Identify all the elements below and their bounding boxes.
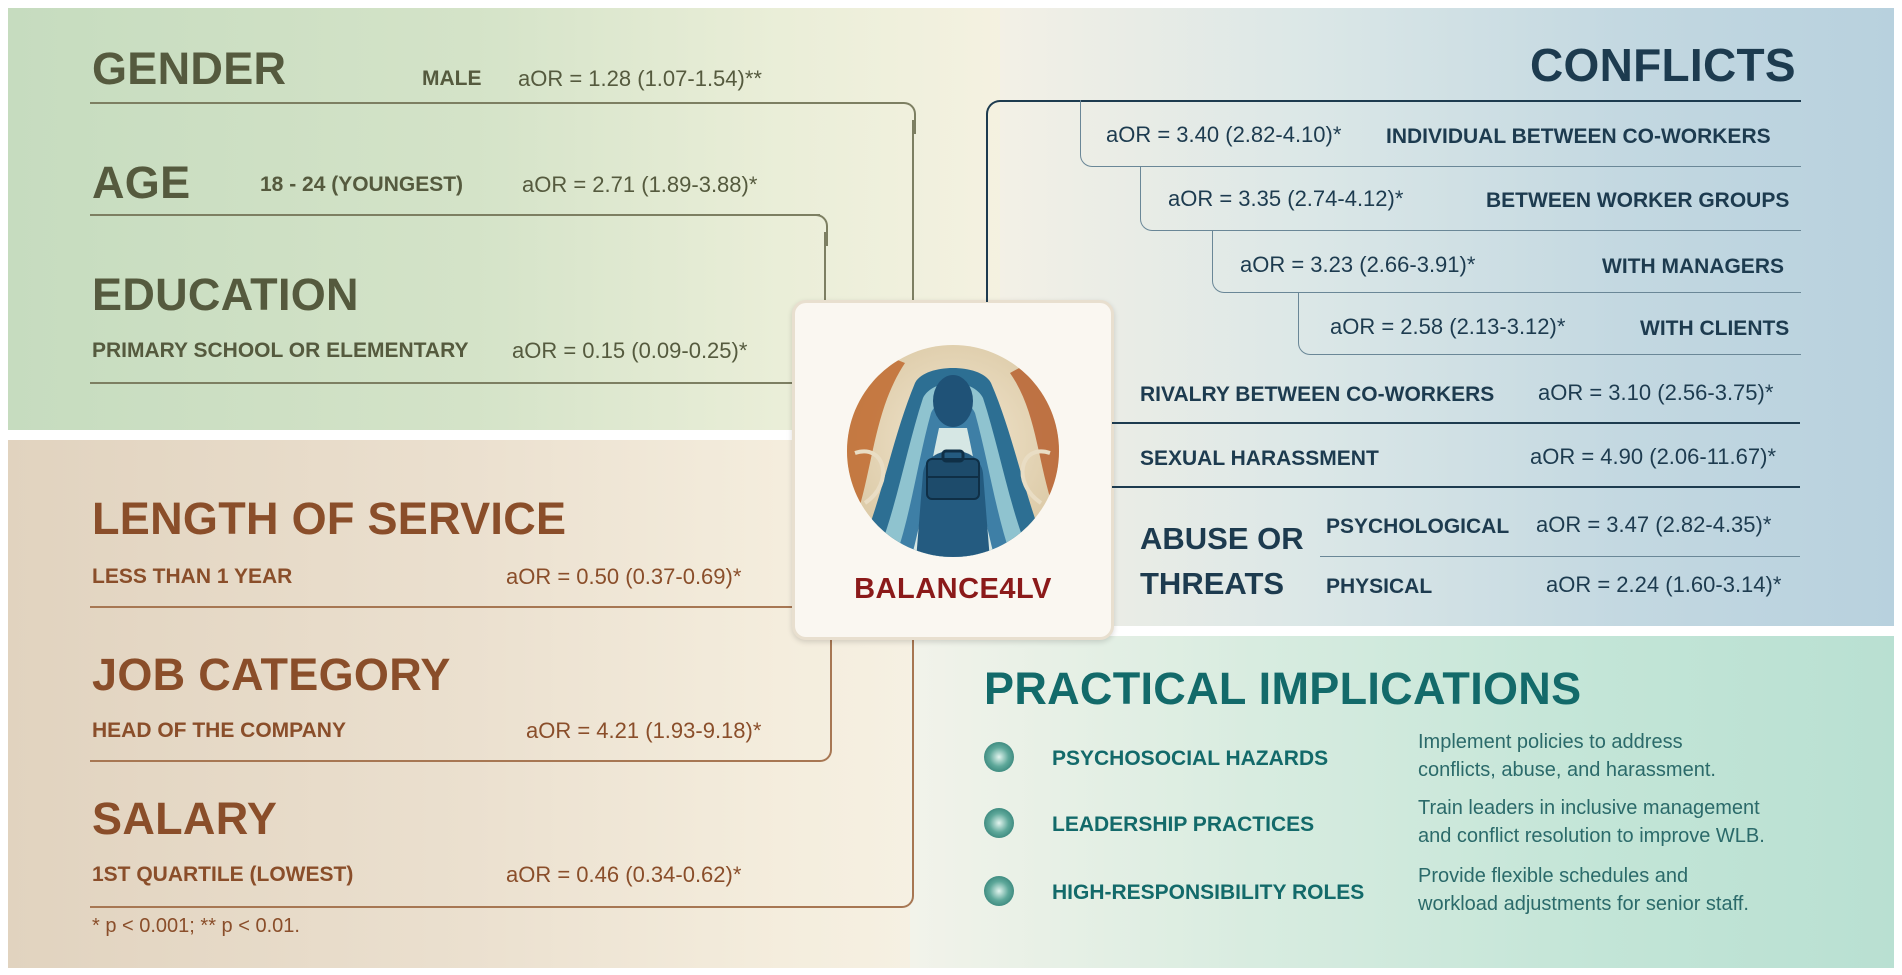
gender-value: aOR = 1.28 (1.07-1.54)** (518, 66, 762, 91)
implication-desc-line1: Provide flexible schedules and (1418, 865, 1689, 887)
implications-title: PRACTICAL IMPLICATIONS (984, 663, 1582, 714)
gender-title: GENDER (92, 43, 287, 94)
age-value: aOR = 2.71 (1.89-3.88)* (522, 172, 758, 197)
gender-rule (90, 102, 902, 104)
groups-bracket (1140, 166, 1801, 231)
gender-label: MALE (422, 67, 482, 90)
harassment-label: SEXUAL HARASSMENT (1140, 447, 1379, 470)
groups-value: aOR = 3.35 (2.74-4.12)* (1168, 186, 1404, 211)
implication-label: PSYCHOSOCIAL HAZARDS (1052, 747, 1329, 770)
length-value: aOR = 0.50 (0.37-0.69)* (506, 564, 742, 589)
brand-name: BALANCE4LV (854, 573, 1052, 605)
implication-desc-line2: conflicts, abuse, and harassment. (1418, 759, 1716, 781)
harassment-rule (1112, 486, 1800, 488)
age-connector (824, 232, 826, 300)
length-title: LENGTH OF SERVICE (92, 493, 567, 544)
education-value: aOR = 0.15 (0.09-0.25)* (512, 338, 748, 363)
abuse-rule (1320, 556, 1800, 557)
abuse-title-line2: THREATS (1140, 566, 1285, 601)
clients-label: WITH CLIENTS (1640, 317, 1790, 340)
conflicts-title: CONFLICTS (1530, 39, 1796, 91)
figure-logo-icon (847, 345, 1059, 557)
rivalry-value: aOR = 3.10 (2.56-3.75)* (1538, 380, 1774, 405)
job-label: HEAD OF THE COMPANY (92, 719, 346, 742)
implication-desc-line1: Implement policies to address (1418, 731, 1683, 753)
managers-bracket (1212, 230, 1801, 293)
implication-desc-line2: workload adjustments for senior staff. (1418, 893, 1749, 915)
length-label: LESS THAN 1 YEAR (92, 565, 293, 588)
age-label: 18 - 24 (YOUNGEST) (260, 173, 464, 196)
individual-bracket (1080, 100, 1801, 167)
briefcase-icon (926, 458, 980, 500)
managers-value: aOR = 3.23 (2.66-3.91)* (1240, 252, 1476, 277)
salary-label: 1ST QUARTILE (LOWEST) (92, 863, 354, 886)
rivalry-rule (1112, 422, 1800, 424)
abuse-title: ABUSE OR THREATS (1140, 516, 1304, 606)
implication-desc-line1: Train leaders in inclusive management (1418, 797, 1760, 819)
length-rule (90, 606, 792, 608)
bullet-dot-icon (984, 876, 1014, 906)
salary-value: aOR = 0.46 (0.34-0.62)* (506, 862, 742, 887)
harassment-value: aOR = 4.90 (2.06-11.67)* (1530, 444, 1777, 469)
education-rule (90, 382, 792, 384)
psychological-label: PSYCHOLOGICAL (1326, 515, 1510, 538)
age-title: AGE (92, 157, 191, 208)
conflicts-connector (986, 100, 1801, 302)
managers-label: WITH MANAGERS (1602, 255, 1784, 278)
clients-value: aOR = 2.58 (2.13-3.12)* (1330, 314, 1566, 339)
psychological-value: aOR = 3.47 (2.82-4.35)* (1536, 512, 1772, 537)
physical-value: aOR = 2.24 (1.60-3.14)* (1546, 572, 1782, 597)
salary-title: SALARY (92, 793, 278, 844)
gender-connector (912, 120, 914, 300)
physical-label: PHYSICAL (1326, 575, 1433, 598)
salary-connector (90, 634, 914, 908)
center-card: BALANCE4LV (792, 300, 1114, 640)
implication-label: LEADERSHIP PRACTICES (1052, 813, 1315, 836)
individual-label: INDIVIDUAL BETWEEN CO-WORKERS (1386, 125, 1771, 148)
education-title: EDUCATION (92, 269, 359, 320)
bullet-dot-icon (984, 808, 1014, 838)
abuse-title-line1: ABUSE OR (1140, 521, 1304, 556)
job-title: JOB CATEGORY (92, 649, 451, 700)
gender-corner (880, 102, 916, 134)
age-rule (90, 214, 820, 216)
bullet-dot-icon (984, 742, 1014, 772)
age-corner (800, 214, 828, 246)
individual-value: aOR = 3.40 (2.82-4.10)* (1106, 122, 1342, 147)
implications-panel (910, 636, 1894, 968)
clients-bracket (1298, 292, 1801, 355)
education-label: PRIMARY SCHOOL OR ELEMENTARY (92, 339, 469, 362)
job-connector (90, 634, 832, 762)
conflicts-panel (1000, 8, 1894, 626)
job-value: aOR = 4.21 (1.93-9.18)* (526, 718, 762, 743)
groups-label: BETWEEN WORKER GROUPS (1486, 189, 1790, 212)
implication-label: HIGH-RESPONSIBILITY ROLES (1052, 881, 1365, 904)
footnote: * p < 0.001; ** p < 0.01. (92, 915, 300, 937)
implication-desc-line2: and conflict resolution to improve WLB. (1418, 825, 1765, 847)
rivalry-label: RIVALRY BETWEEN CO-WORKERS (1140, 383, 1495, 406)
